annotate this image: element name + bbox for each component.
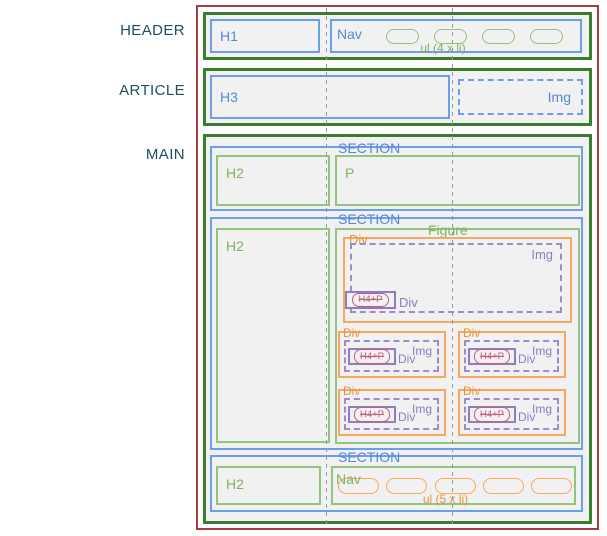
card-image-placeholder: Img: [344, 340, 439, 372]
card-image-placeholder: Img: [344, 398, 439, 430]
section-footer-nav: SECTION H2 Nav ul (5 x li): [210, 450, 583, 512]
li-pill: [338, 478, 379, 494]
h2-box: H2: [216, 155, 330, 206]
h4-p-pill: H4+P: [473, 407, 511, 422]
figure-card: Div Img H4+P Div: [338, 385, 446, 436]
hero-image-placeholder: Img: [350, 243, 562, 313]
ul-note: ul (4 x li): [420, 41, 466, 55]
caption-div: H4+P: [468, 406, 516, 423]
h1-box: H1: [210, 19, 320, 53]
caption-div: H4+P: [348, 348, 396, 365]
nav-tag: Nav: [336, 471, 361, 487]
figure-box: Figure Div Img H4+P Div Div: [335, 223, 580, 444]
h4-p-pill: H4+P: [353, 349, 391, 364]
img-tag: Img: [411, 402, 432, 416]
div-tag: Div: [518, 410, 536, 424]
main-box: SECTION H2 P SECTION H2 Figure: [203, 134, 592, 524]
footer-nav-box: Nav ul (5 x li): [331, 466, 576, 505]
card-image-placeholder: Img: [464, 398, 559, 430]
side-label-header: HEADER: [120, 22, 185, 39]
h4-p-pill: H4+P: [352, 292, 389, 308]
h2-tag: H2: [226, 476, 244, 492]
caption-div: H4+P: [348, 406, 396, 423]
div-tag: Div: [398, 352, 416, 366]
article-image-placeholder: Img: [458, 79, 583, 115]
caption-div: H4+P: [345, 291, 396, 309]
caption-div: H4+P: [468, 348, 516, 365]
div-tag: Div: [463, 384, 481, 398]
li-pill: [386, 478, 427, 494]
div-tag: Div: [343, 384, 361, 398]
side-label-main: MAIN: [145, 146, 185, 163]
div-tag: Div: [463, 326, 481, 340]
ul-note: ul (5 x li): [422, 492, 469, 506]
column-guide-right: [452, 8, 453, 527]
h2-box: H2: [216, 466, 321, 505]
div-tag: Div: [399, 295, 418, 310]
article-box: H3 Img: [203, 68, 592, 126]
figure-card: Div Img H4+P Div: [458, 327, 566, 378]
figure-hero-card: Div Img H4+P Div: [343, 233, 572, 323]
card-image-placeholder: Img: [464, 340, 559, 372]
img-tag: Img: [531, 344, 552, 358]
div-tag: Div: [518, 352, 536, 366]
div-tag: Div: [398, 410, 416, 424]
header-box: H1 Nav ul (4 x li): [203, 12, 592, 60]
h2-tag: H2: [226, 165, 244, 181]
section-tag: SECTION: [338, 140, 401, 156]
li-pill: [435, 478, 476, 494]
li-pill: [386, 29, 419, 44]
figure-card: Div Img H4+P Div: [458, 385, 566, 436]
column-guide-left: [326, 8, 327, 527]
img-tag: Img: [547, 89, 571, 105]
section-gallery: SECTION H2 Figure Div Img H4+P: [210, 212, 583, 450]
section-intro: SECTION H2 P: [210, 141, 583, 211]
li-pill: [531, 478, 572, 494]
section-tag: SECTION: [338, 211, 401, 227]
li-pill: [482, 29, 515, 44]
li-pill: [434, 29, 467, 44]
h4-p-pill: H4+P: [473, 349, 511, 364]
nav-tag: Nav: [337, 26, 362, 42]
div-tag: Div: [349, 232, 368, 247]
figure-tag: Figure: [428, 222, 468, 238]
img-tag: Img: [531, 402, 552, 416]
body-frame: H1 Nav ul (4 x li) H3 Img SE: [196, 5, 599, 530]
figure-card: Div Img H4+P Div: [338, 327, 446, 378]
h2-tag: H2: [226, 238, 244, 254]
img-tag: Img: [531, 247, 553, 262]
section-tag: SECTION: [338, 449, 401, 465]
li-pill: [530, 29, 563, 44]
h2-box: H2: [216, 228, 330, 443]
side-label-article: ARTICLE: [119, 82, 185, 99]
div-tag: Div: [343, 326, 361, 340]
h3-box: H3: [210, 75, 450, 119]
img-tag: Img: [411, 344, 432, 358]
li-pill: [483, 478, 524, 494]
h1-tag: H1: [220, 28, 238, 44]
h4-p-pill: H4+P: [353, 407, 391, 422]
header-nav-box: Nav ul (4 x li): [330, 19, 582, 55]
paragraph-box: P: [335, 155, 580, 206]
h3-tag: H3: [220, 89, 238, 105]
p-tag: P: [345, 165, 355, 181]
